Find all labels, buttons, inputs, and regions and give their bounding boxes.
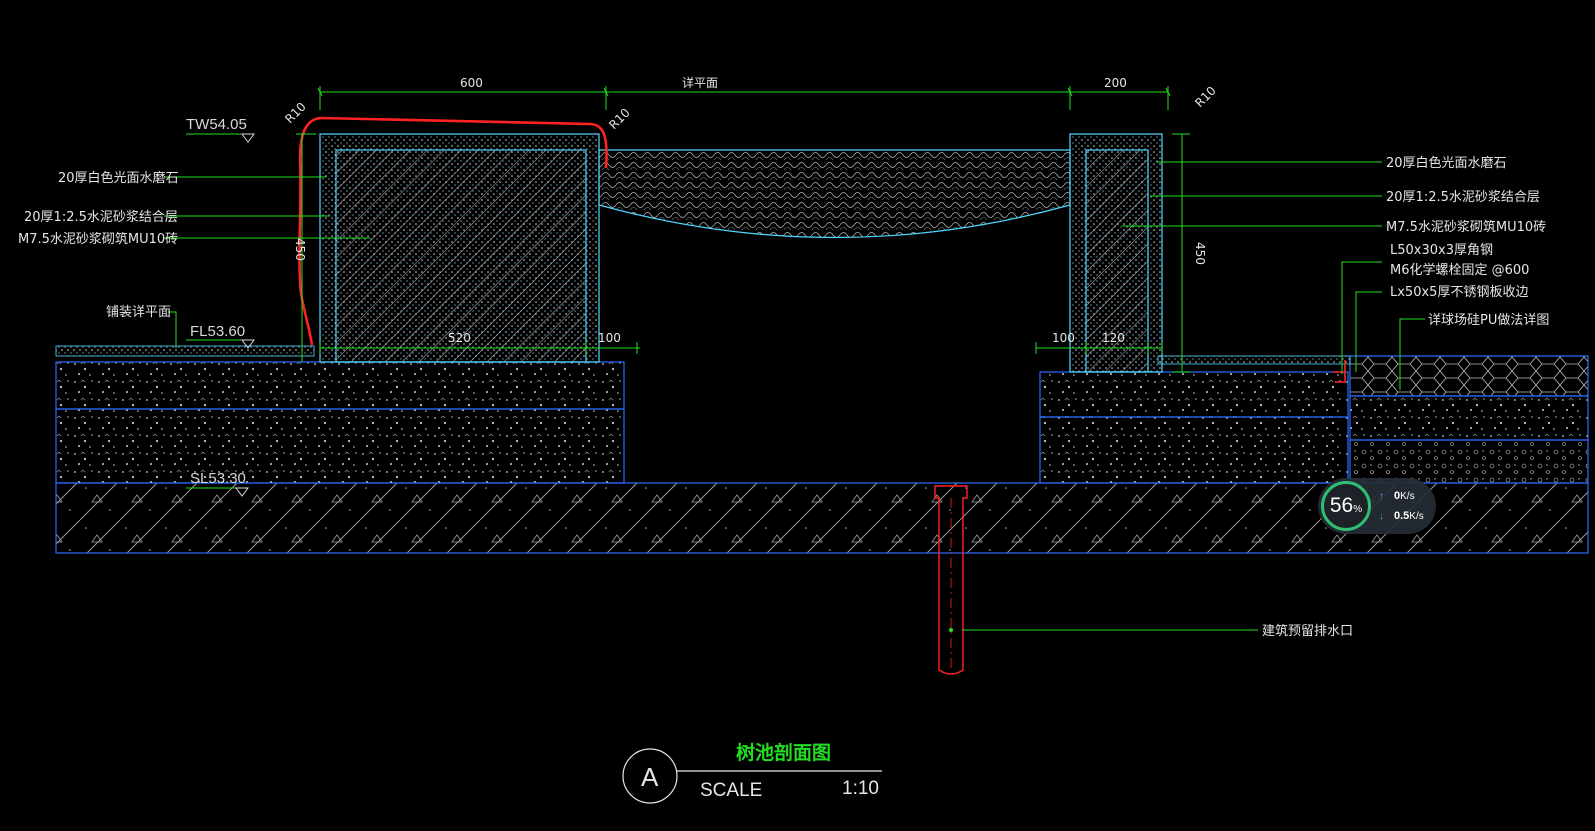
right-base-upper — [1039, 371, 1349, 418]
download-row: ↓ 0.5 K/s — [1379, 506, 1424, 526]
download-value: 0.5 — [1394, 510, 1410, 522]
elevation-tw: TW54.05 — [186, 116, 247, 133]
left-base-upper — [55, 361, 625, 410]
dimension-lines — [296, 86, 1190, 373]
drain-pipe — [934, 485, 968, 675]
note-right-steel-plate: Lx50x5厚不锈钢板收边 — [1390, 285, 1528, 300]
pu-court-top — [1349, 355, 1589, 397]
network-speed-widget[interactable]: 56% ↑ 0 K/s ↓ 0.5 K/s — [1318, 478, 1436, 534]
dim-600: 600 — [460, 76, 483, 90]
elevation-sl: SL53.30 — [190, 470, 246, 487]
note-drain: 建筑预留排水口 — [1262, 623, 1353, 639]
left-paving-surface — [55, 345, 315, 357]
dim-radius-mid: R10 — [606, 106, 633, 133]
dim-radius-right: R10 — [1192, 84, 1219, 111]
right-paving-surface — [1157, 355, 1351, 365]
left-wall-brick — [335, 149, 587, 363]
left-base-lower — [55, 408, 625, 484]
upload-unit: K/s — [1400, 490, 1415, 502]
dim-520: 520 — [448, 331, 471, 345]
drawing-title: 树池剖面图 — [736, 741, 831, 764]
usage-percent-unit: % — [1353, 503, 1363, 515]
note-right-terrazzo: 20厚白色光面水磨石 — [1386, 155, 1507, 171]
dim-100-right: 100 — [1052, 331, 1075, 345]
note-right-angle-steel: L50x30x3厚角钢 — [1390, 243, 1493, 258]
right-wall-brick — [1085, 149, 1149, 373]
dim-200: 200 — [1104, 76, 1127, 90]
upload-value: 0 — [1394, 490, 1401, 502]
section-marker-letter: A — [641, 762, 659, 792]
elevation-triangles — [235, 133, 255, 497]
leaders-right — [962, 161, 1425, 631]
right-base-lower — [1039, 416, 1349, 484]
note-left-paving: 铺装详平面 — [106, 305, 171, 320]
dim-radius-left: R10 — [282, 100, 309, 127]
elevation-fl: FL53.60 — [190, 323, 245, 340]
usage-percent: 56 — [1329, 494, 1354, 517]
note-right-pu-court: 详球场硅PU做法详图 — [1428, 313, 1549, 328]
planting-soil-fill — [598, 149, 1071, 239]
dim-120: 120 — [1102, 331, 1125, 345]
scale-label: SCALE — [700, 780, 762, 801]
download-arrow-icon: ↓ — [1379, 510, 1384, 522]
pu-court-mid — [1349, 395, 1589, 441]
note-left-brick: M7.5水泥砂浆砌筑MU10砖 — [18, 231, 178, 247]
note-left-terrazzo: 20厚白色光面水磨石 — [58, 170, 179, 186]
note-right-mortar: 20厚1:2.5水泥砂浆结合层 — [1386, 190, 1540, 205]
dim-100-left: 100 — [598, 331, 621, 345]
note-right-brick: M7.5水泥砂浆砌筑MU10砖 — [1386, 219, 1546, 235]
usage-gauge: 56% — [1321, 481, 1371, 531]
dim-height-left: 450 — [293, 238, 307, 261]
upload-arrow-icon: ↑ — [1379, 490, 1384, 502]
dim-height-right: 450 — [1193, 242, 1207, 265]
pu-court-bottom — [1349, 439, 1589, 484]
upload-row: ↑ 0 K/s — [1379, 486, 1424, 506]
download-unit: K/s — [1409, 510, 1424, 522]
drain-leader-dot — [949, 628, 953, 632]
section-marker-circle — [622, 748, 678, 804]
note-left-mortar: 20厚1:2.5水泥砂浆结合层 — [24, 210, 178, 225]
steel-edge-angle — [1333, 360, 1346, 383]
note-right-anchor: M6化学螺栓固定 @600 — [1390, 262, 1529, 278]
dim-plan-ref: 详平面 — [682, 75, 718, 90]
scale-value: 1:10 — [842, 778, 879, 799]
